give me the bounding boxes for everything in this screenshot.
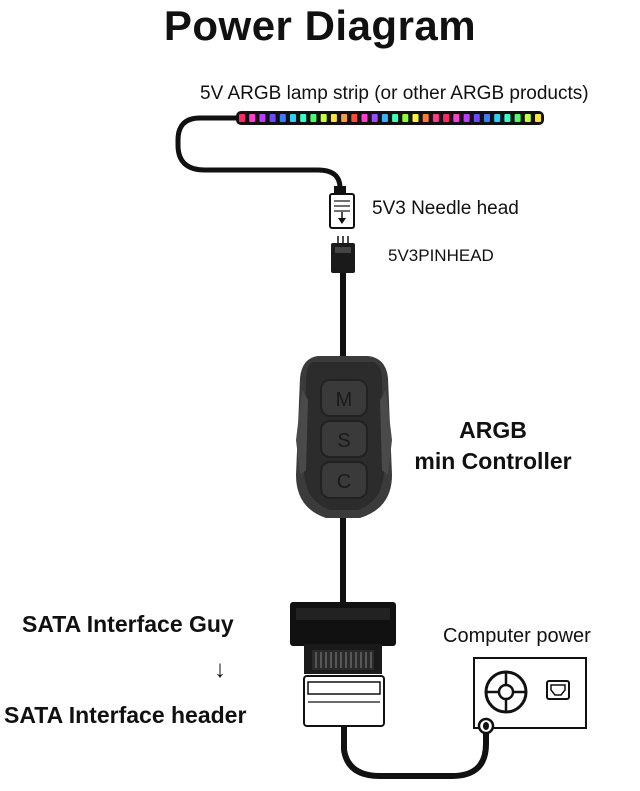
strip-led: [259, 114, 266, 122]
lamp-strip-label: 5V ARGB lamp strip (or other ARGB produc…: [200, 83, 589, 104]
sata-interface-guy-label: SATA Interface Guy: [22, 611, 234, 637]
strip-leds: [239, 114, 541, 122]
computer-power-label: Computer power: [443, 625, 591, 647]
strip-led: [473, 114, 480, 122]
strip-led: [341, 114, 348, 122]
strip-led: [432, 114, 439, 122]
strip-led: [412, 114, 419, 122]
strip-led: [494, 114, 501, 122]
controller-button-c-label: C: [337, 471, 351, 493]
controller-button-s[interactable]: S: [320, 420, 368, 458]
strip-led: [249, 114, 256, 122]
strip-led: [535, 114, 541, 122]
power-socket-icon: [546, 680, 570, 700]
strip-led: [371, 114, 378, 122]
needle-head-connector: [329, 186, 355, 229]
psu-cable: [341, 724, 489, 779]
computer-power-supply: [473, 657, 587, 735]
strip-led: [239, 114, 245, 122]
controller-button-m[interactable]: M: [320, 379, 368, 417]
strip-led: [351, 114, 358, 122]
strip-led: [484, 114, 490, 122]
strip-led: [381, 114, 388, 122]
strip-led: [290, 114, 296, 122]
strip-led: [361, 114, 368, 122]
controller-button-c[interactable]: C: [320, 461, 368, 499]
pin-head-connector: [331, 236, 355, 273]
strip-led: [504, 114, 511, 122]
sata-interface-guy: [290, 602, 396, 674]
strip-led: [463, 114, 470, 122]
strip-cable: [175, 115, 343, 189]
strip-led: [279, 114, 286, 122]
controller-button-m-label: M: [336, 389, 353, 411]
strip-led: [320, 114, 327, 122]
needle-head-label: 5V3 Needle head: [372, 198, 519, 219]
down-arrow-icon: ↓: [214, 656, 226, 683]
controller-label: ARGB min Controller: [398, 415, 588, 477]
strip-led: [514, 114, 521, 122]
strip-led: [524, 114, 531, 122]
controller-button-s-label: S: [337, 430, 350, 452]
strip-led: [392, 114, 399, 122]
controller-label-line2: min Controller: [414, 448, 572, 474]
strip-led: [310, 114, 317, 122]
controller-label-line1: ARGB: [459, 417, 527, 443]
strip-led: [269, 114, 276, 122]
argb-lamp-strip: [236, 111, 544, 125]
sata-interface-header: [303, 675, 385, 727]
strip-led: [300, 114, 307, 122]
pin-head-label: 5V3PINHEAD: [388, 246, 494, 265]
strip-led: [402, 114, 409, 122]
strip-led: [330, 114, 337, 122]
strip-led: [453, 114, 460, 122]
strip-led: [443, 114, 450, 122]
page-title: Power Diagram: [163, 2, 477, 49]
strip-led: [422, 114, 429, 122]
sata-interface-header-label: SATA Interface header: [4, 702, 247, 728]
